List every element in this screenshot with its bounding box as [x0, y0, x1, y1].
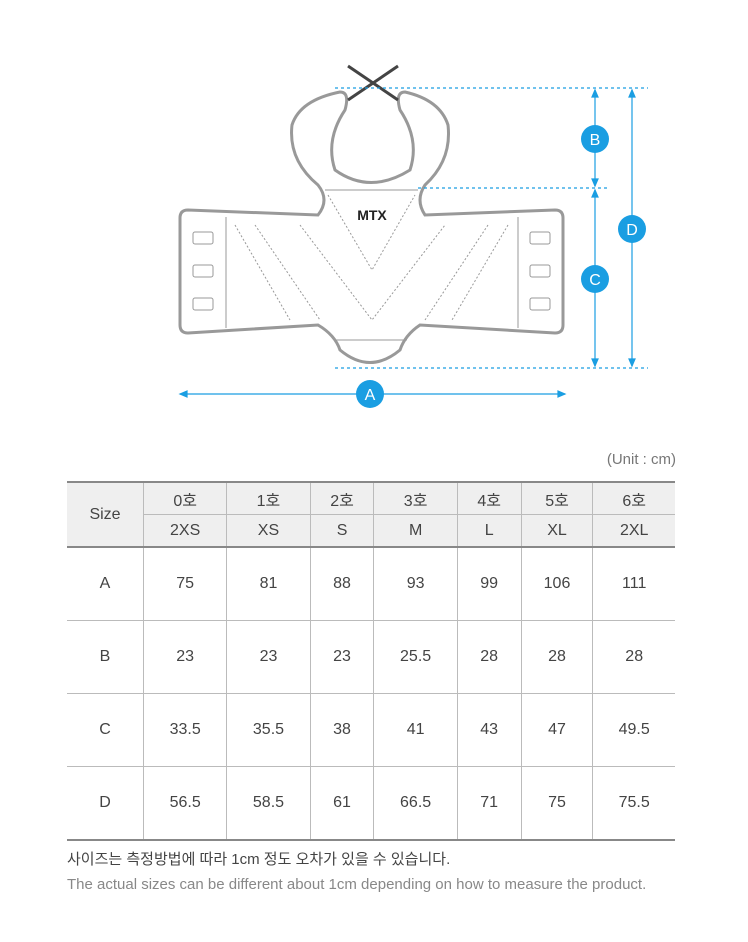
size-table: Size 0호 1호 2호 3호 4호 5호 6호 2XS XS S M L X… — [67, 481, 675, 841]
table-cell: 38 — [309, 693, 374, 767]
table-cell: 47 — [520, 693, 593, 767]
table-cell: 28 — [520, 620, 593, 694]
vest-outline — [178, 90, 565, 364]
table-cell: 93 — [373, 547, 458, 621]
row-label: D — [67, 766, 144, 841]
svg-text:D: D — [626, 222, 638, 239]
row-label: A — [67, 547, 144, 621]
col-header: M — [373, 514, 458, 547]
table-cell: 106 — [520, 547, 593, 621]
col-header: 2호 — [309, 482, 374, 515]
col-header: 6호 — [592, 482, 675, 515]
label-a: A — [356, 380, 384, 408]
note-korean: 사이즈는 측정방법에 따라 1cm 정도 오차가 있을 수 있습니다. — [67, 851, 451, 868]
row-label: B — [67, 620, 144, 694]
table-cell: 28 — [592, 620, 675, 694]
col-header: 4호 — [456, 482, 522, 515]
table-cell: 71 — [456, 766, 522, 841]
label-b: B — [581, 125, 609, 153]
table-cell: 66.5 — [373, 766, 458, 841]
col-header: 2XS — [142, 514, 227, 547]
table-cell: 43 — [456, 693, 522, 767]
table-cell: 23 — [226, 620, 311, 694]
label-d: D — [618, 215, 646, 243]
svg-text:B: B — [590, 132, 601, 149]
note-english: The actual sizes can be different about … — [67, 876, 647, 893]
table-cell: 23 — [309, 620, 374, 694]
col-header: 2XL — [592, 514, 675, 547]
table-cell: 75 — [520, 766, 593, 841]
svg-text:C: C — [589, 272, 601, 289]
mtx-logo: MTX — [357, 207, 387, 223]
korean-size-row: Size 0호 1호 2호 3호 4호 5호 6호 — [67, 482, 675, 547]
table-cell: 61 — [309, 766, 374, 841]
svg-text:A: A — [365, 387, 376, 404]
col-header: 0호 — [142, 482, 227, 515]
unit-label: (Unit : cm) — [606, 451, 676, 468]
letter-size-row: 2XS XS S M L XL 2XL — [67, 514, 675, 547]
col-header: 5호 — [520, 482, 593, 515]
body-protector-diagram: MTX B C D A — [178, 64, 648, 408]
table-cell: 49.5 — [592, 693, 675, 767]
table-cell: 23 — [142, 620, 227, 694]
table-cell: 81 — [226, 547, 311, 621]
table-cell: 35.5 — [226, 693, 311, 767]
table-cell: 33.5 — [142, 693, 227, 767]
size-header: Size — [67, 482, 144, 547]
table-cell: 25.5 — [373, 620, 458, 694]
table-cell: 75.5 — [592, 766, 675, 841]
col-header: XS — [226, 514, 311, 547]
table-cell: 99 — [456, 547, 522, 621]
col-header: L — [456, 514, 522, 547]
row-label: C — [67, 693, 144, 767]
table-cell: 41 — [373, 693, 458, 767]
col-header: 1호 — [226, 482, 311, 515]
col-header: XL — [520, 514, 593, 547]
table-cell: 58.5 — [226, 766, 311, 841]
col-header: 3호 — [373, 482, 458, 515]
table-cell: 75 — [142, 547, 227, 621]
table-cell: 88 — [309, 547, 374, 621]
table-cell: 28 — [456, 620, 522, 694]
vest-details — [192, 64, 551, 341]
table-cell: 56.5 — [142, 766, 227, 841]
table-cell: 111 — [592, 547, 675, 621]
col-header: S — [309, 514, 374, 547]
label-c: C — [581, 265, 609, 293]
